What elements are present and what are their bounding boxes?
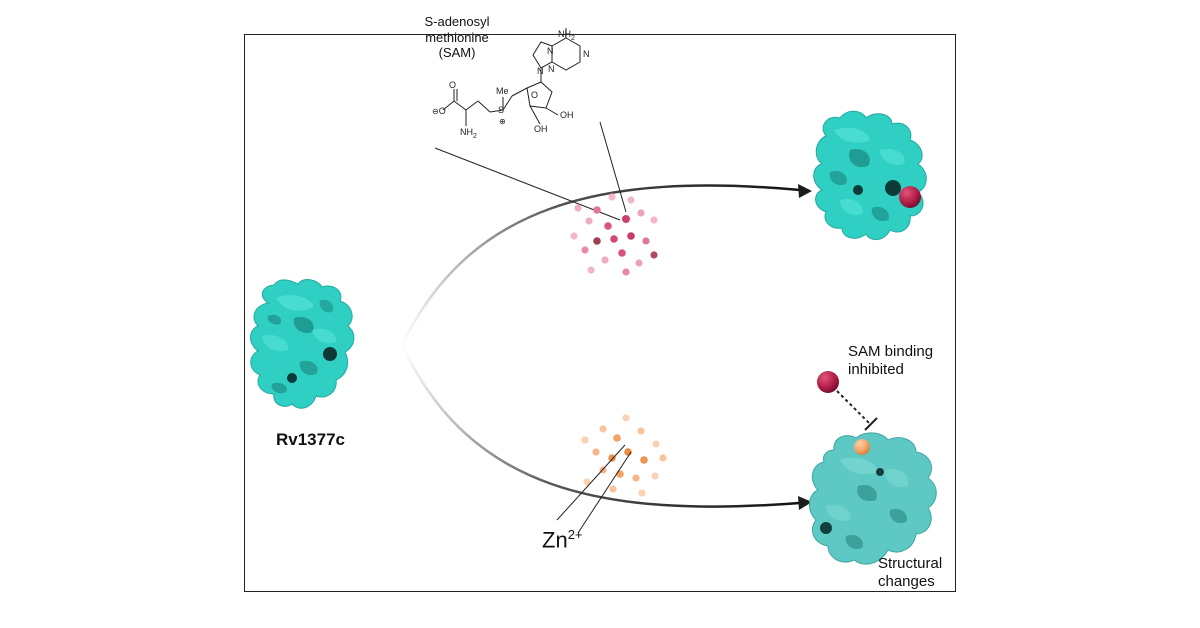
- zinc-pointer-line: [556, 444, 626, 521]
- sam-carbonyl-oxygen: O: [449, 80, 457, 90]
- sam-sulfur-label: S: [498, 105, 505, 115]
- zinc-charge: 2+: [567, 527, 583, 542]
- sam-molecule: [593, 206, 601, 214]
- arrow-to-zinc-bound: [400, 344, 801, 508]
- sam-molecule: [622, 215, 630, 223]
- sam-name-line: methionine: [425, 29, 489, 45]
- inhibition-label-line: SAM binding: [848, 343, 934, 360]
- protein-name-label: Rv1377c: [276, 430, 346, 449]
- zinc-ion: [632, 474, 640, 482]
- arrowhead-top: [798, 184, 812, 198]
- sam-molecule: [601, 256, 609, 264]
- zinc-ion: [638, 489, 646, 497]
- sam-ring-oxygen: O: [531, 90, 539, 100]
- sam-nh2-bottom-label: NH2: [460, 127, 477, 140]
- sam-molecule: [593, 237, 601, 245]
- zinc-ion: [651, 472, 659, 480]
- structural-changes-line: changes: [878, 573, 935, 590]
- inhibition-line: [836, 390, 871, 425]
- sam-molecule: [650, 216, 658, 224]
- zinc-ion: [609, 485, 617, 493]
- sam-sulfur-charge: ⊕: [499, 117, 506, 126]
- sam-molecule: [587, 266, 595, 274]
- zinc-ion: [613, 434, 621, 442]
- sam-molecule: [635, 259, 643, 267]
- sam-n-atom: N: [548, 64, 555, 74]
- zinc-ion: [599, 425, 607, 433]
- sam-hydroxyl-label: OH: [534, 124, 548, 134]
- sam-pointer-line: [599, 121, 627, 213]
- sam-molecule: [574, 204, 582, 212]
- inhibition-label-line: inhibited: [848, 361, 904, 378]
- zinc-ion: [608, 454, 616, 462]
- sam-molecule: [642, 237, 650, 245]
- zinc-ions-cluster: [581, 414, 667, 497]
- sam-name-label: S-adenosyl methionine (SAM): [412, 14, 502, 61]
- sam-hydroxyl-label: OH: [560, 110, 574, 120]
- zinc-ion-label: Zn2+: [542, 527, 583, 554]
- inhibition-label: SAM binding inhibited: [848, 343, 933, 379]
- sam-molecule: [581, 246, 589, 254]
- sam-name-line: S-adenosyl: [424, 14, 490, 29]
- sam-n-atom: N: [537, 66, 544, 76]
- protein-zinc-bound: [809, 432, 937, 565]
- sam-molecule: [610, 235, 618, 243]
- free-sam-ball: [817, 371, 839, 393]
- sam-pointer-line: [434, 147, 621, 221]
- sam-nh2-top-label: NH2: [558, 29, 575, 42]
- sam-carboxylate-oxygen: ⊖O: [432, 106, 446, 116]
- inhibition-bar: [864, 417, 878, 431]
- protein-sam-bound: [813, 110, 927, 240]
- sam-molecule: [650, 251, 658, 259]
- sam-molecule: [604, 222, 612, 230]
- sam-structure: [442, 28, 581, 126]
- sam-molecule: [627, 232, 635, 240]
- zinc-ion: [592, 448, 600, 456]
- protein-rv1377c: [250, 279, 355, 409]
- sam-n-atom: N: [583, 49, 590, 59]
- zinc-ion: [622, 414, 630, 422]
- zinc-ion: [583, 478, 591, 486]
- sam-methyl-label: Me: [496, 86, 509, 96]
- zinc-ion: [637, 427, 645, 435]
- inhibited-sam: [817, 371, 878, 431]
- arrowhead-bottom: [798, 496, 812, 510]
- arrow-to-sam-bound: [400, 184, 801, 346]
- zinc-ion: [652, 440, 660, 448]
- sam-molecule: [585, 217, 593, 225]
- zinc-ion: [616, 470, 624, 478]
- zinc-ion: [581, 436, 589, 444]
- sam-molecule: [570, 232, 578, 240]
- structural-changes-label: Structural changes: [878, 555, 942, 591]
- sam-molecule: [618, 249, 626, 257]
- sam-molecules-cluster: [570, 193, 658, 276]
- sam-molecule: [637, 209, 645, 217]
- sam-n-atom: N: [547, 46, 554, 56]
- zinc-pointer-line: [577, 451, 632, 534]
- sam-molecule: [622, 268, 630, 276]
- sam-name-line: (SAM): [438, 45, 476, 61]
- bound-sam-ball: [899, 186, 921, 208]
- sam-molecule: [608, 193, 616, 201]
- zinc-symbol: Zn: [542, 527, 568, 553]
- structural-changes-line: Structural: [878, 555, 943, 572]
- sam-molecule: [627, 196, 635, 204]
- zinc-ion: [640, 456, 648, 464]
- zinc-ion: [659, 454, 667, 462]
- bound-zinc-ball: [854, 439, 870, 455]
